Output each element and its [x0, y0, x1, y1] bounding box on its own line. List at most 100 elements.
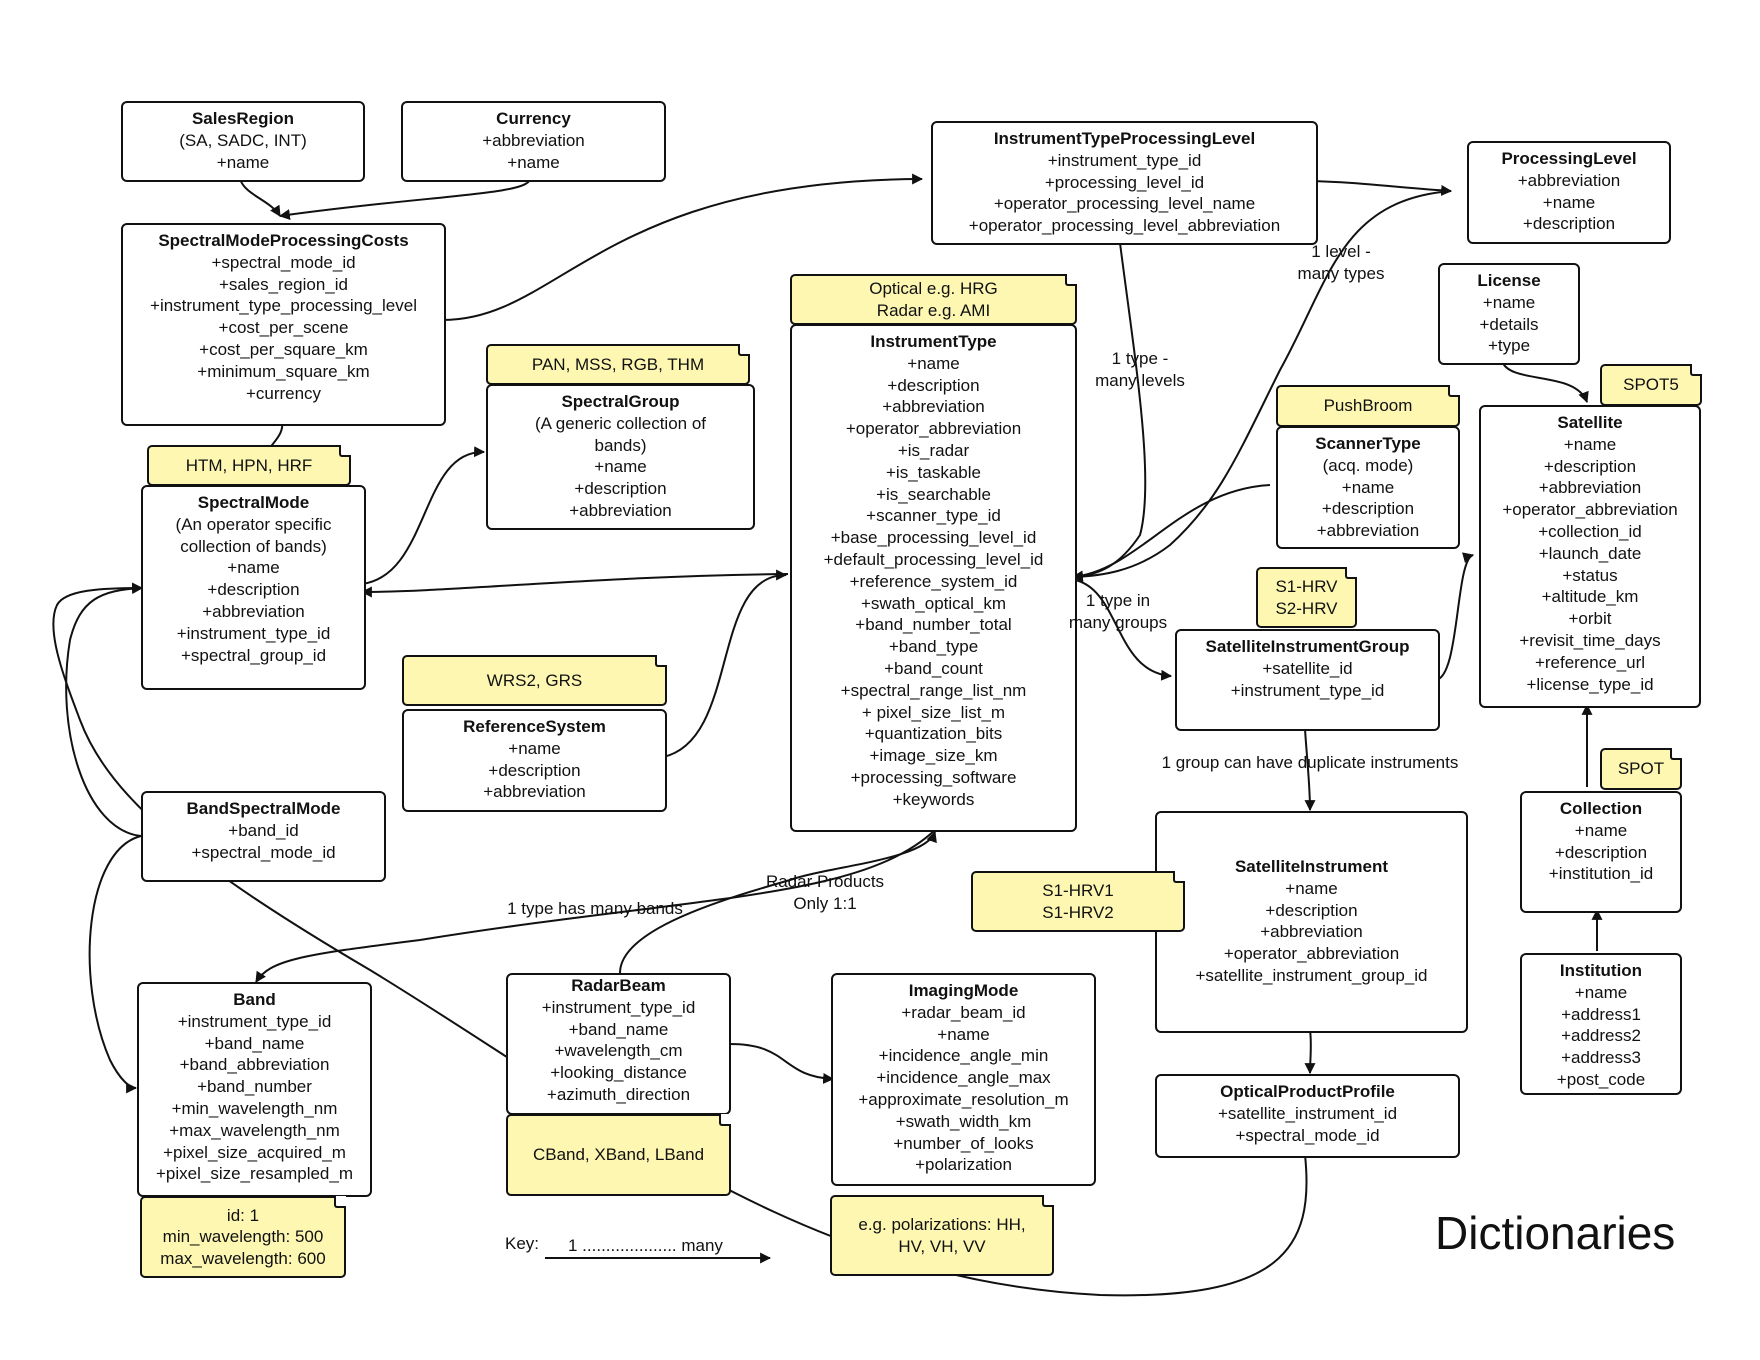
entity-title: RadarBeam [571, 976, 666, 995]
entity-field: +instrument_type_id [1047, 150, 1202, 170]
label-line: 1 type - [1111, 349, 1169, 368]
entity-field: +is_radar [897, 440, 970, 460]
entity-license[interactable]: License+name+details+type [1438, 263, 1580, 365]
entity-collection[interactable]: Collection+name+description+institution_… [1520, 791, 1682, 913]
entity-title: ProcessingLevel [1501, 149, 1637, 168]
entity-satellite-instrument-group[interactable]: SatelliteInstrumentGroup+satellite_id+in… [1175, 629, 1440, 731]
entity-field: +quantization_bits [864, 724, 1003, 744]
entity-field: +spectral_mode_id [211, 252, 356, 272]
entity-field: bands) [594, 435, 647, 455]
label-line: 1 type in [1085, 591, 1151, 610]
entity-title: SpectralGroup [561, 392, 680, 411]
entity-imaging-mode[interactable]: ImagingMode+radar_beam_id+name+incidence… [831, 973, 1096, 1186]
entity-field: +operator_abbreviation [1223, 944, 1400, 964]
key-text: 1 .................... many [568, 1236, 723, 1255]
entity-field: collection of bands) [180, 536, 327, 556]
connector-refsystem-instrumenttype [662, 569, 788, 758]
note-fold-corner [334, 1196, 346, 1208]
entity-field: +band_count [884, 658, 983, 678]
entity-field: +name [1285, 878, 1338, 898]
entity-field: +number_of_looks [893, 1133, 1034, 1153]
label-line: many groups [1068, 612, 1168, 632]
note-line: WRS2, GRS [486, 670, 583, 690]
entity-field: +instrument_type_processing_level [150, 296, 417, 316]
entity-field: +min_wavelength_nm [171, 1098, 338, 1118]
note-fold-corner [1173, 871, 1185, 883]
entity-field: +image_size_km [869, 746, 998, 766]
entity-field: +band_type [888, 637, 979, 657]
connector-bandspectralmode-band [88, 835, 142, 1094]
entity-field: +processing_software [850, 767, 1017, 787]
label-type-many-bands: 1 type has many bands [495, 898, 695, 920]
entity-field: +name [227, 558, 280, 578]
connector-sig-satellite [1434, 552, 1475, 681]
entity-field: +spectral_range_list_nm [840, 680, 1027, 700]
note-line: min_wavelength: 500 [162, 1227, 324, 1247]
entity-currency[interactable]: Currency+abbreviation+name [401, 101, 666, 182]
entity-band-spectral-mode[interactable]: BandSpectralMode+band_id+spectral_mode_i… [141, 791, 386, 882]
entity-sales-region[interactable]: SalesRegion(SA, SADC, INT)+name [121, 101, 365, 182]
entity-field: +polarization [915, 1155, 1012, 1175]
entity-field: +radar_beam_id [901, 1002, 1026, 1022]
note-spectral-groups: PAN, MSS, RGB, THM [486, 344, 750, 385]
entity-field: +keywords [892, 789, 975, 809]
entity-field: +band_name [568, 1019, 669, 1039]
entity-instrument-type-processing-level[interactable]: InstrumentTypeProcessingLevel+instrument… [931, 121, 1318, 245]
entity-radar-beam[interactable]: RadarBeam+instrument_type_id+band_name+w… [506, 973, 731, 1115]
connector-spectralmode-spectralgroup [361, 446, 486, 585]
entity-scanner-type[interactable]: ScannerType(acq. mode)+name+description+… [1276, 426, 1460, 549]
entity-field: + pixel_size_list_m [861, 702, 1006, 722]
entity-field: +address1 [1561, 1004, 1641, 1024]
entity-field: +abbreviation [482, 130, 585, 150]
entity-field: +reference_system_id [849, 571, 1018, 591]
label-line: Only 1:1 [793, 893, 857, 913]
entity-field: +description [1321, 499, 1415, 519]
label-line: many levels [1095, 370, 1185, 390]
entity-satellite-instrument[interactable]: SatelliteInstrument+name+description+abb… [1155, 811, 1468, 1033]
entity-field: +address3 [1561, 1048, 1641, 1068]
entity-field: +processing_level_id [1044, 172, 1205, 192]
entity-title: SatelliteInstrumentGroup [1205, 637, 1410, 656]
entity-field: (A generic collection of [534, 413, 707, 433]
entity-field: +satellite_id [1262, 658, 1353, 678]
entity-field: +name [1542, 192, 1596, 212]
entity-field: +institution_id [1548, 864, 1654, 884]
entity-band[interactable]: Band+instrument_type_id+band_name+band_a… [137, 982, 372, 1197]
entity-title: OpticalProductProfile [1220, 1082, 1395, 1101]
note-fold-corner [1345, 567, 1357, 579]
key-label: Key: [505, 1234, 540, 1253]
entity-field: +is_taskable [886, 462, 981, 482]
entity-field: +cost_per_scene [218, 318, 349, 338]
note-spot5: SPOT5 [1600, 364, 1702, 406]
note-line: HTM, HPN, HRF [185, 455, 313, 475]
entity-field: +abbreviation [882, 397, 985, 417]
entity-field: +status [1562, 565, 1618, 585]
entity-field: +band_id [228, 820, 299, 840]
note-reference-systems: WRS2, GRS [402, 655, 667, 706]
label-one-type-many-levels: 1 type - many levels [1075, 348, 1205, 391]
entity-title: SatelliteInstrument [1234, 857, 1389, 876]
entity-spectral-mode-processing-costs[interactable]: SpectralModeProcessingCosts+spectral_mod… [121, 223, 446, 426]
note-fold-corner [655, 655, 667, 667]
entity-instrument-type[interactable]: InstrumentType+name+description+abbrevia… [790, 324, 1077, 832]
entity-processing-level[interactable]: ProcessingLevel+abbreviation+name+descri… [1467, 141, 1671, 244]
entity-field: (SA, SADC, INT) [179, 130, 307, 150]
connector-scannertype-instrumenttype [1071, 484, 1271, 582]
connector-currency-costs [278, 178, 531, 221]
entity-field: +instrument_type_id [177, 1011, 332, 1031]
entity-field: +operator_abbreviation [1502, 500, 1678, 520]
entity-optical-product-profile[interactable]: OpticalProductProfile+satellite_instrume… [1155, 1074, 1460, 1158]
entity-satellite[interactable]: Satellite+name+description+abbreviation+… [1479, 405, 1701, 708]
entity-field: +abbreviation [1316, 521, 1420, 541]
note-fold-corner [1670, 748, 1682, 760]
connector-processinglevel-ptype [1307, 180, 1453, 196]
label-line: 1 level - [1311, 242, 1371, 261]
entity-field: +address2 [1561, 1026, 1641, 1046]
connector-radarbeam-imagingmode [729, 1043, 835, 1084]
note-line: HV, VH, VV [898, 1236, 986, 1256]
entity-reference-system[interactable]: ReferenceSystem+name+description+abbrevi… [402, 709, 667, 812]
entity-institution[interactable]: Institution+name+address1+address2+addre… [1520, 953, 1682, 1095]
